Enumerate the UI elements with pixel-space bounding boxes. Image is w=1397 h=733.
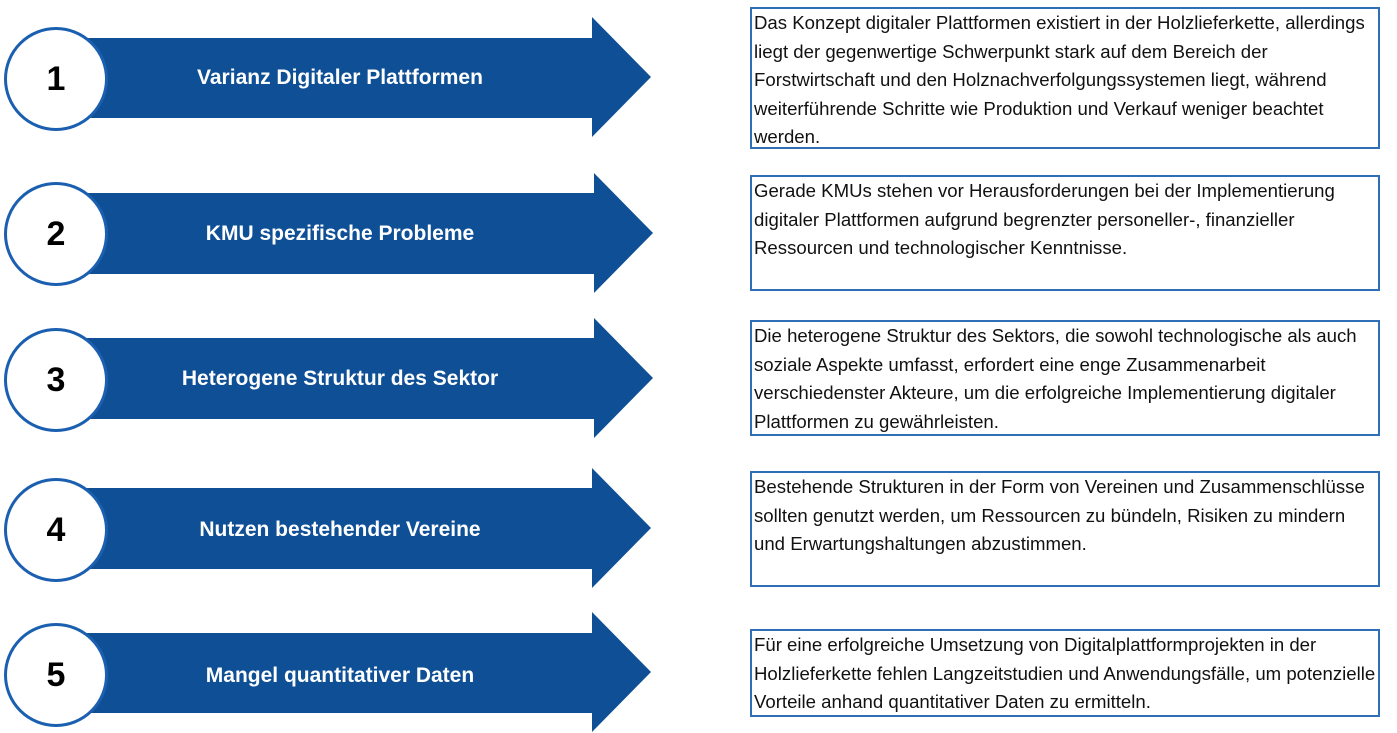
arrow-shape-4 <box>50 468 651 588</box>
description-box-5: Für eine erfolgreiche Umsetzung von Digi… <box>750 629 1380 717</box>
description-box-1: Das Konzept digitaler Plattformen existi… <box>750 7 1380 149</box>
number-3: 3 <box>46 360 66 399</box>
item-row-1: Varianz Digitaler Plattformen 1 Das Konz… <box>0 0 1397 149</box>
arrow-label-1: Varianz Digitaler Plattformen <box>197 66 483 89</box>
number-circle-2: 2 <box>4 182 108 286</box>
number-2: 2 <box>46 214 66 253</box>
arrow-label-3: Heterogene Struktur des Sektor <box>181 367 499 390</box>
arrow-label-2: KMU spezifische Probleme <box>205 222 475 245</box>
item-row-2: KMU spezifische Probleme 2 Gerade KMUs s… <box>0 160 1397 300</box>
number-circle-5: 5 <box>4 623 108 727</box>
arrow-label-4: Nutzen bestehender Vereine <box>199 518 481 541</box>
description-box-3: Die heterogene Struktur des Sektors, die… <box>750 320 1380 436</box>
description-box-2: Gerade KMUs stehen vor Herausforderungen… <box>750 175 1380 291</box>
description-box-4: Bestehende Strukturen in der Form von Ve… <box>750 471 1380 587</box>
number-4: 4 <box>46 510 66 549</box>
arrow-shape-3 <box>50 318 653 438</box>
arrow-shape-5 <box>50 612 651 732</box>
item-row-4: Nutzen bestehender Vereine 4 Bestehende … <box>0 465 1397 600</box>
number-circle-1: 1 <box>4 27 108 131</box>
arrow-label-5: Mangel quantitativer Daten <box>205 664 475 687</box>
arrow-shape-2 <box>50 173 653 293</box>
number-5: 5 <box>46 655 66 694</box>
item-row-5: Mangel quantitativer Daten 5 Für eine er… <box>0 608 1397 733</box>
number-circle-3: 3 <box>4 328 108 432</box>
item-row-3: Heterogene Struktur des Sektor 3 Die het… <box>0 315 1397 445</box>
number-1: 1 <box>46 59 66 98</box>
number-circle-4: 4 <box>4 478 108 582</box>
arrow-shape-1 <box>50 17 651 137</box>
